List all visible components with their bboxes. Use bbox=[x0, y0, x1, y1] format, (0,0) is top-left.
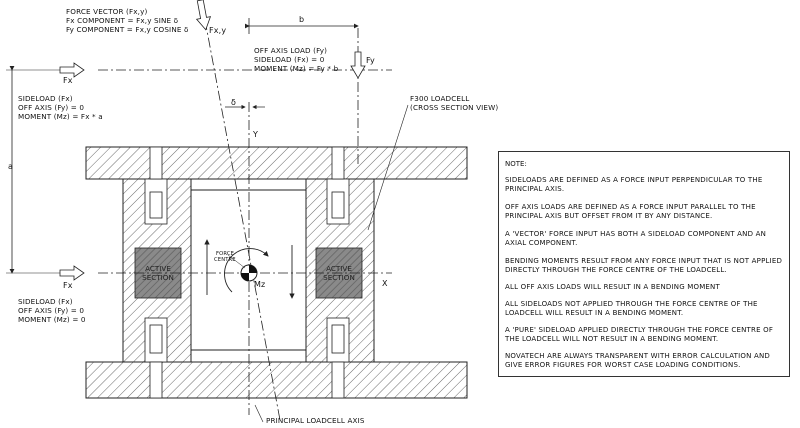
fy-label: Fy bbox=[366, 56, 375, 65]
note-paragraph: ALL SIDELOADS NOT APPLIED THROUGH THE FO… bbox=[505, 300, 758, 318]
note-paragraph: A 'PURE' SIDELOAD APPLIED DIRECTLY THROU… bbox=[505, 326, 774, 344]
sideload-offaxis: OFF AXIS (Fy) = 0 bbox=[18, 103, 85, 112]
note-title: NOTE: bbox=[505, 160, 527, 168]
note-box: NOTE: SIDELOADS ARE DEFINED AS A FORCE I… bbox=[498, 151, 790, 377]
delta-label: δ bbox=[231, 98, 237, 107]
fy-component-label: Fy COMPONENT = Fx,y COSINE δ bbox=[66, 25, 189, 34]
bottom-moment: MOMENT (Mz) = 0 bbox=[18, 315, 86, 324]
active-section-right-text: ACTIVE SECTION bbox=[316, 264, 362, 282]
dimension-a-label: a bbox=[8, 162, 14, 171]
fx-top-label: Fx bbox=[63, 76, 73, 85]
force-centre-label-2: CENTRE bbox=[214, 257, 236, 263]
y-axis-label: Y bbox=[253, 130, 259, 139]
force-centre-label-1: FORCE bbox=[216, 251, 235, 257]
fx-bottom-arrow bbox=[59, 265, 85, 281]
fy-arrow bbox=[350, 51, 366, 79]
active-left-line2: SECTION bbox=[142, 273, 174, 282]
note-paragraph: A 'VECTOR' FORCE INPUT HAS BOTH A SIDELO… bbox=[505, 230, 767, 248]
dimension-b-label: b bbox=[299, 15, 305, 24]
note-paragraph: BENDING MOMENTS RESULT FROM ANY FORCE IN… bbox=[505, 257, 783, 275]
active-left-line1: ACTIVE bbox=[145, 264, 171, 273]
active-right-line1: ACTIVE bbox=[326, 264, 352, 273]
note-paragraph: SIDELOADS ARE DEFINED AS A FORCE INPUT P… bbox=[505, 176, 763, 194]
off-axis-load-title: OFF AXIS LOAD (Fy) bbox=[254, 46, 328, 55]
note-paragraph: OFF AXIS LOADS ARE DEFINED AS A FORCE IN… bbox=[505, 203, 756, 221]
bottom-plate bbox=[85, 361, 468, 399]
fx-bottom-label: Fx bbox=[63, 281, 73, 290]
principal-axis-label: PRINCIPAL LOADCELL AXIS bbox=[266, 416, 365, 425]
force-vector-title: FORCE VECTOR (Fx,y) bbox=[66, 7, 148, 16]
mz-label: Mz bbox=[254, 280, 266, 289]
x-axis-label: X bbox=[382, 279, 388, 288]
sideload-moment: MOMENT (Mz) = Fx * a bbox=[18, 112, 103, 121]
bottom-sideload-title: SIDELOAD (Fx) bbox=[18, 297, 73, 306]
fxy-arrow bbox=[195, 0, 212, 31]
fx-component-label: Fx COMPONENT = Fx,y SINE δ bbox=[66, 16, 179, 25]
fxy-label: Fx,y bbox=[209, 26, 227, 35]
bottom-offaxis: OFF AXIS (Fy) = 0 bbox=[18, 306, 85, 315]
loadcell-title: F300 LOADCELL bbox=[410, 94, 470, 103]
force-vector-line bbox=[204, 19, 281, 421]
fx-top-arrow bbox=[59, 62, 85, 78]
force-centre-symbol bbox=[240, 264, 258, 282]
right-flexure bbox=[305, 178, 375, 363]
active-section-left-text: ACTIVE SECTION bbox=[135, 264, 181, 282]
off-axis-moment: MOMENT (Mz) = Fy * b bbox=[254, 64, 339, 73]
note-paragraph: ALL OFF AXIS LOADS WILL RESULT IN A BEND… bbox=[505, 283, 720, 291]
note-paragraph: NOVATECH ARE ALWAYS TRANSPARENT WITH ERR… bbox=[505, 352, 770, 370]
loadcell-subtitle: (CROSS SECTION VIEW) bbox=[410, 103, 499, 112]
top-plate bbox=[85, 146, 468, 180]
active-right-line2: SECTION bbox=[323, 273, 355, 282]
sideload-title: SIDELOAD (Fx) bbox=[18, 94, 73, 103]
off-axis-sideload: SIDELOAD (Fx) = 0 bbox=[254, 55, 325, 64]
